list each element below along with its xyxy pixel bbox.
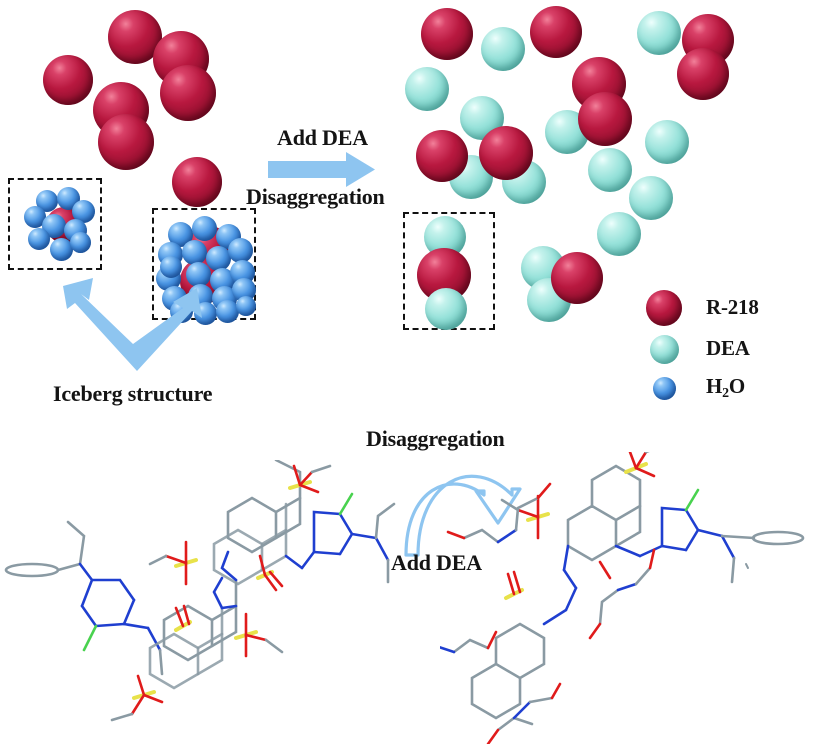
r218-sphere <box>551 252 603 304</box>
r218-dea-monomer-stick-model <box>440 452 805 744</box>
species-legend: R-218 DEA H2O <box>640 282 810 407</box>
r218-sphere <box>172 157 222 207</box>
add-dea-label-top: Add DEA <box>277 125 368 150</box>
dea-sphere <box>425 288 467 330</box>
r218-sphere <box>421 8 473 60</box>
dea-sphere <box>588 148 632 192</box>
water-sphere <box>228 238 253 263</box>
water-sphere <box>206 246 231 271</box>
r218-sphere <box>677 48 729 100</box>
r218-sphere <box>578 92 632 146</box>
water-sphere <box>216 300 239 323</box>
water-sphere <box>182 240 207 265</box>
add-dea-arrow-icon <box>268 152 375 187</box>
r218-dimer-aggregate-stick-model <box>4 460 396 722</box>
iceberg-structure-label: Iceberg structure <box>53 381 213 406</box>
legend-label-dea: DEA <box>706 336 750 360</box>
water-sphere <box>50 238 73 261</box>
r218-sphere <box>479 126 533 180</box>
water-sphere <box>192 216 217 241</box>
legend-swatch-r218 <box>646 290 682 326</box>
disaggregation-curved-arrow-icon <box>404 474 522 557</box>
r218-sphere <box>530 6 582 58</box>
legend-label-water: H2O <box>706 374 746 400</box>
water-sphere <box>70 232 91 253</box>
dea-sphere <box>405 67 449 111</box>
disaggregation-label-bottom: Disaggregation <box>366 426 505 451</box>
legend-label-r218: R-218 <box>706 295 759 319</box>
r218-sphere <box>98 114 154 170</box>
water-sphere <box>160 256 182 278</box>
legend-swatch-water <box>653 377 676 400</box>
dea-sphere <box>629 176 673 220</box>
iceberg-double-arrow-icon <box>63 278 202 371</box>
r218-sphere <box>416 130 468 182</box>
r218-sphere <box>160 65 216 121</box>
water-sphere <box>36 190 58 212</box>
r218-sphere <box>43 55 93 105</box>
dea-sphere <box>637 11 681 55</box>
right-disaggregated-state <box>0 0 813 340</box>
water-sphere <box>186 262 211 287</box>
small-iceberg-box <box>8 178 102 270</box>
water-sphere <box>24 206 46 228</box>
top-panel: Add DEA Disaggregation Iceberg structure <box>0 0 813 407</box>
legend-swatch-dea <box>650 335 679 364</box>
water-sphere <box>236 296 256 316</box>
water-sphere <box>28 228 50 250</box>
left-aggregated-state <box>0 0 300 220</box>
add-dea-label-bottom: Add DEA <box>391 550 482 575</box>
water-sphere <box>72 200 95 223</box>
dea-sphere <box>481 27 525 71</box>
bottom-panel: Disaggregation Add DEA <box>0 420 813 744</box>
dea-sphere <box>645 120 689 164</box>
disaggregation-label-top: Disaggregation <box>246 184 385 209</box>
dea-sphere <box>597 212 641 256</box>
